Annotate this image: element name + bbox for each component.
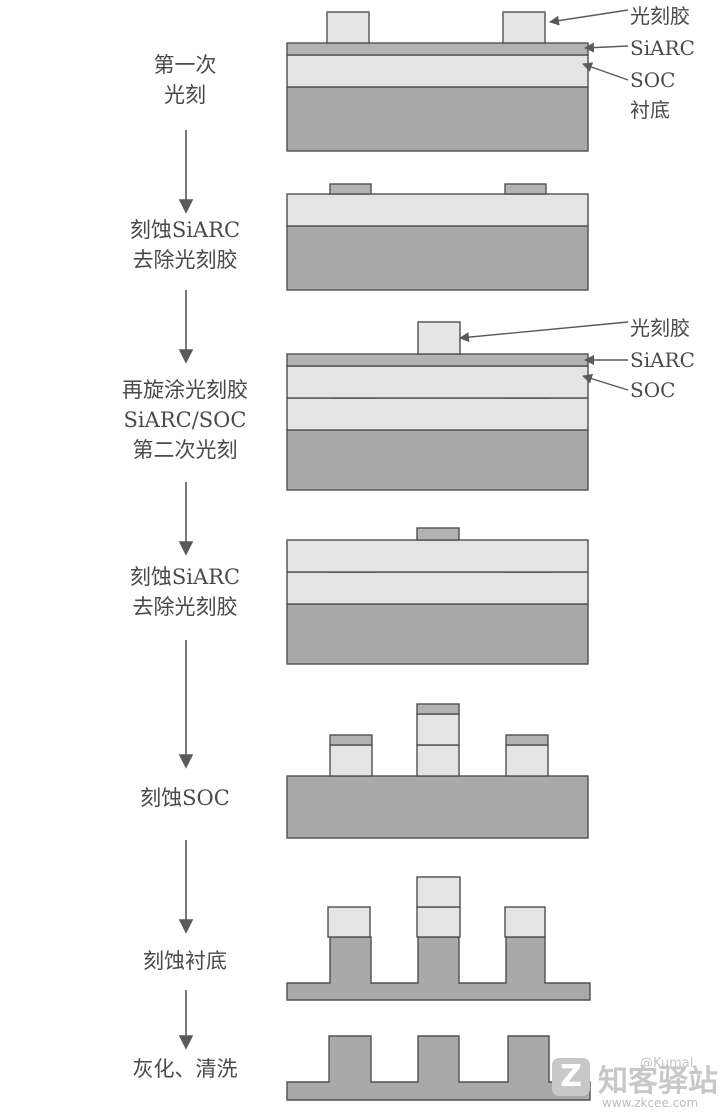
substrate-layer	[286, 225, 589, 291]
siarc-layer	[286, 353, 589, 367]
flow-arrows	[178, 130, 194, 1050]
leader-photoresist	[459, 321, 629, 343]
step-label-line: 刻蚀SOC	[140, 786, 230, 810]
siarc-cap	[416, 703, 460, 715]
leader-siarc	[584, 42, 629, 53]
soc-layer-lower	[286, 571, 589, 605]
soc-pillar-lower	[416, 744, 460, 777]
callout-soc: SOC	[630, 378, 676, 402]
soc-pillar-lower	[416, 906, 461, 938]
flow-arrow-3	[178, 482, 194, 556]
watermark-logo: Z	[552, 1058, 590, 1096]
watermark-text: 知客驿站	[598, 1064, 718, 1099]
step-label-line: 第一次	[153, 53, 217, 77]
callout-arrows-step1	[549, 9, 629, 81]
flow-arrow-5	[178, 840, 194, 934]
cross-section-step3	[286, 321, 589, 491]
flow-arrow-1	[178, 130, 194, 214]
leader-soc	[582, 373, 629, 391]
step-label-line: 第二次光刻	[132, 438, 238, 462]
callout-photoresist: 光刻胶	[630, 316, 690, 340]
watermark-handle: @Kumal	[640, 1056, 694, 1071]
soc-layer-upper	[286, 539, 589, 573]
soc-layer-lower	[286, 397, 589, 431]
soc-pillar	[505, 744, 549, 777]
step-label-line: 灰化、清洗	[132, 1057, 238, 1081]
soc-pillar	[327, 906, 371, 938]
leader-soc	[582, 62, 629, 81]
photoresist-block	[502, 11, 546, 44]
callout-soc: SOC	[630, 68, 676, 92]
cross-section-step4	[286, 527, 589, 665]
cross-section-step1	[286, 11, 589, 152]
step-label-3: 再旋涂光刻胶 SiARC/SOC 第二次光刻	[100, 375, 270, 465]
step-label-6: 刻蚀衬底	[100, 946, 270, 976]
callout-photoresist: 光刻胶	[630, 4, 690, 28]
siarc-layer	[286, 42, 589, 56]
siarc-block	[416, 527, 460, 541]
soc-layer	[286, 54, 589, 88]
cross-section-step5	[286, 703, 589, 839]
step-label-line: 光刻	[164, 83, 206, 107]
step-label-1: 第一次 光刻	[100, 50, 270, 110]
watermark: Z 知客驿站 www.zkcee.com	[540, 1052, 718, 1114]
callout-arrows-step3	[459, 321, 629, 391]
watermark-url: www.zkcee.com	[602, 1096, 699, 1110]
leader-photoresist	[549, 9, 629, 26]
siarc-block	[329, 183, 372, 195]
substrate-layer	[286, 603, 589, 665]
callout-substrate: 衬底	[630, 98, 670, 122]
siarc-block	[504, 183, 547, 195]
substrate-layer	[286, 86, 589, 152]
step-label-line: 再旋涂光刻胶	[122, 378, 248, 402]
step-label-line: 去除光刻胶	[132, 248, 238, 272]
flow-arrow-6	[178, 990, 194, 1050]
photoresist-block	[326, 11, 370, 44]
callout-siarc: SiARC	[630, 36, 695, 60]
step-label-line: 去除光刻胶	[132, 595, 238, 619]
substrate-layer	[286, 429, 589, 491]
soc-pillar	[329, 744, 373, 777]
soc-layer-upper	[286, 365, 589, 399]
soc-pillar	[504, 906, 546, 938]
callout-siarc: SiARC	[630, 348, 695, 372]
cross-section-step6	[286, 876, 591, 1001]
siarc-cap	[329, 734, 373, 746]
step-label-line: 刻蚀衬底	[143, 949, 227, 973]
step-label-5: 刻蚀SOC	[100, 783, 270, 813]
etched-substrate	[286, 936, 591, 1001]
photoresist-block	[417, 321, 461, 355]
step-label-2: 刻蚀SiARC 去除光刻胶	[100, 215, 270, 275]
soc-pillar-upper	[416, 876, 461, 908]
flow-arrow-4	[178, 640, 194, 769]
cross-section-step2	[286, 183, 589, 291]
flow-arrow-2	[178, 290, 194, 364]
step-label-line: 刻蚀SiARC	[129, 565, 241, 589]
soc-pillar-upper	[416, 713, 460, 746]
siarc-cap	[505, 734, 549, 746]
step-label-line: 刻蚀SiARC	[129, 218, 241, 242]
step-label-line: SiARC/SOC	[123, 408, 247, 432]
step-label-4: 刻蚀SiARC 去除光刻胶	[100, 562, 270, 622]
step-label-7: 灰化、清洗	[100, 1054, 270, 1084]
substrate-layer	[286, 775, 589, 839]
soc-layer	[286, 193, 589, 227]
